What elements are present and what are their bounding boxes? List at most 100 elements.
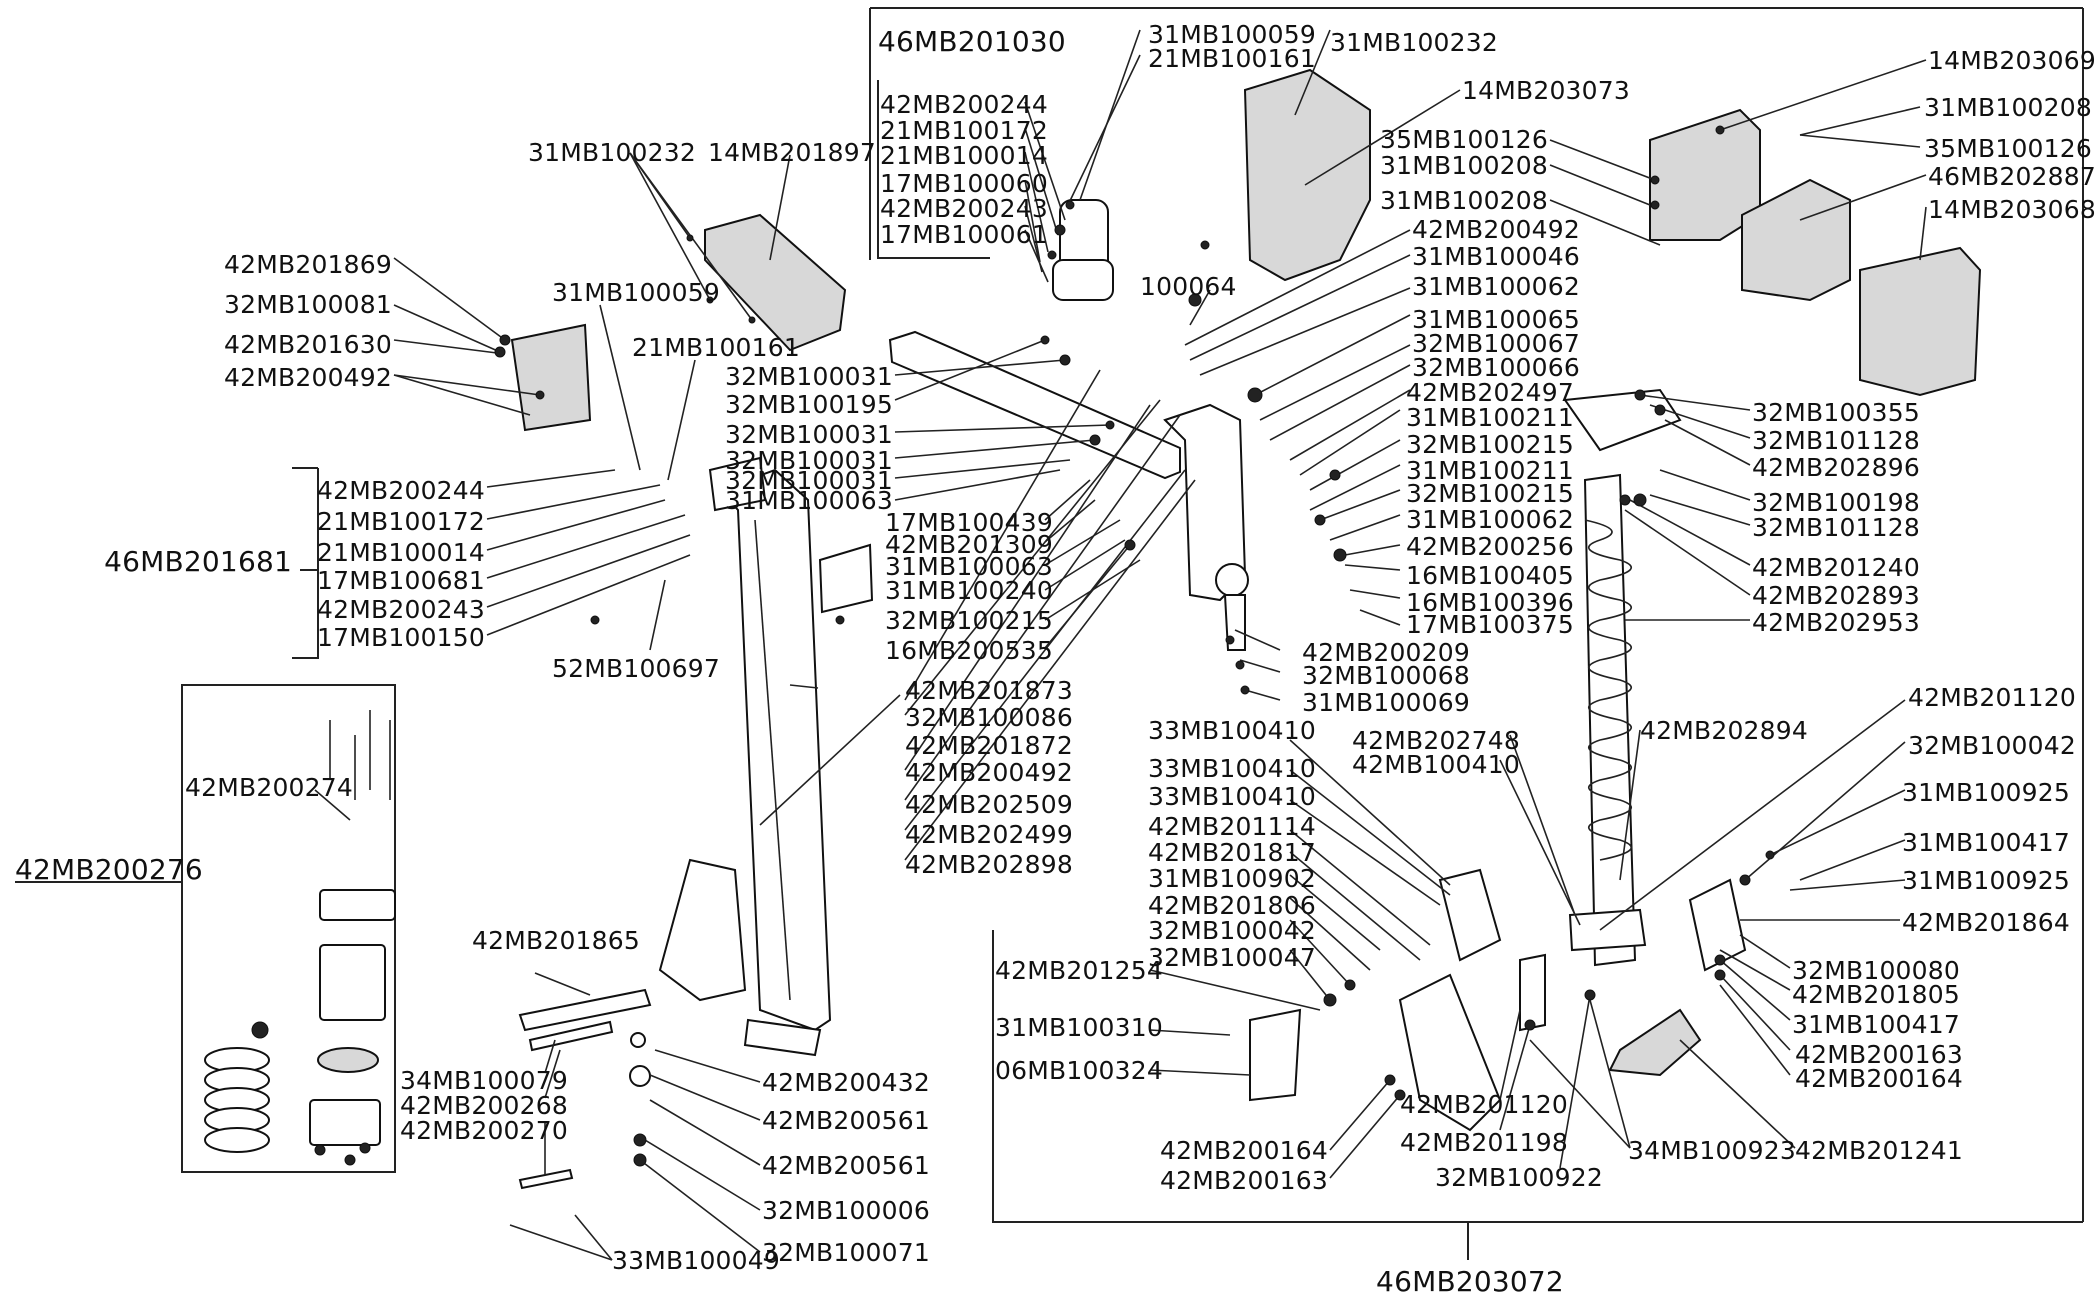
part-label: 42MB202896 [1752,453,1920,482]
part-label: 42MB200274 [185,773,353,802]
part-label: 42MB202898 [905,850,1073,879]
part-label: 32MB100031 [725,446,893,475]
part-label: 31MB100208 [1380,186,1548,215]
part-label: 42MB200561 [762,1106,930,1135]
assembly-label-left: 46MB201681 [104,545,292,578]
part-label: 35MB100126 [1924,134,2092,163]
part-label: 42MB200256 [1406,532,1574,561]
part-label: 32MB100198 [1752,488,1920,517]
part-label: 42MB201817 [1148,838,1316,867]
part-label: 42MB201240 [1752,553,1920,582]
part-label: 42MB202499 [905,820,1073,849]
spring-kit [204,710,396,1153]
part-label: 32MB100047 [1148,943,1316,972]
part-label: 42MB200492 [1412,215,1580,244]
part-label: 14MB203069 [1928,46,2096,75]
part-label: 31MB100232 [1330,28,1498,57]
part-label: 42MB202893 [1752,581,1920,610]
part-label: 42MB200492 [224,363,392,392]
part-label: 31MB100062 [1406,505,1574,534]
part-label: 31MB100046 [1412,242,1580,271]
part-label: 31MB100240 [885,576,1053,605]
part-label: 21MB100172 [317,507,485,536]
part-label: 32MB100071 [762,1238,930,1267]
part-label: 32MB100031 [725,362,893,391]
part-label: 42MB200243 [880,194,1048,223]
part-label: 42MB202509 [905,790,1073,819]
part-label: 31MB100232 [528,138,696,167]
part-label: 33MB100410 [1148,716,1316,745]
part-label: 21MB100014 [880,141,1048,170]
part-label: 31MB100902 [1148,864,1316,893]
part-label: 31MB100310 [995,1013,1163,1042]
part-label: 31MB100059 [552,278,720,307]
part-label: 42MB201864 [1902,908,2070,937]
part-label: 42MB201114 [1148,812,1316,841]
part-label: 31MB100211 [1406,456,1574,485]
part-label: 32MB100086 [905,703,1073,732]
axle-parts [518,988,652,1190]
assembly-brackets [15,7,2084,1260]
part-label: 42MB200209 [1302,638,1470,667]
part-label: 32MB100068 [1302,661,1470,690]
part-label: 17MB100061 [880,220,1048,249]
main-column [658,456,874,1057]
assembly-label-bottom: 46MB203072 [1376,1265,1564,1298]
part-label: 42MB200561 [762,1151,930,1180]
part-label: 31MB100063 [725,486,893,515]
part-label: 31MB100417 [1902,828,2070,857]
part-label: 35MB100126 [1380,125,1548,154]
part-label: 42MB200243 [317,595,485,624]
part-label: 32MB100355 [1752,398,1920,427]
part-label: 14MB201897 [708,138,876,167]
part-label: 42MB200164 [1795,1064,1963,1093]
part-label: 32MB100031 [725,466,893,495]
part-label: 17MB100439 [885,508,1053,537]
part-label: 32MB101128 [1752,513,1920,542]
hardware-dots [251,125,1775,1167]
top-covers [510,68,1982,432]
part-label: 42MB200268 [400,1091,568,1120]
part-label: 32MB100080 [1792,956,1960,985]
part-label: 17MB100375 [1406,610,1574,639]
part-label: 34MB100079 [400,1066,568,1095]
part-label: 42MB201241 [1795,1136,1963,1165]
part-label: 42MB200432 [762,1068,930,1097]
part-label: 33MB100049 [612,1246,780,1275]
part-label: 42MB200270 [400,1116,568,1145]
bottom-linkages [1249,868,1747,1132]
part-label: 31MB100059 [1148,20,1316,49]
part-label: 16MB200535 [885,636,1053,665]
part-label: 31MB100417 [1792,1010,1960,1039]
part-label: 31MB100062 [1412,272,1580,301]
part-label: 32MB100922 [1435,1163,1603,1192]
part-label: 31MB100211 [1406,403,1574,432]
part-label: 31MB100208 [1924,93,2092,122]
part-label: 32MB100042 [1908,731,2076,760]
part-label: 32MB100006 [762,1196,930,1225]
part-label: 32MB100067 [1412,329,1580,358]
assembly-label-top: 46MB201030 [878,25,1066,58]
part-label: 42MB201806 [1148,891,1316,920]
part-label: 42MB202894 [1640,716,1808,745]
part-label: 100064 [1140,272,1237,301]
assembly-label-spring: 42MB200276 [15,853,203,886]
part-label: 14MB203073 [1462,76,1630,105]
part-label: 42MB200163 [1160,1166,1328,1195]
part-label: 42MB201872 [905,731,1073,760]
part-label: 32MB100215 [1406,479,1574,508]
part-label: 32MB100066 [1412,353,1580,382]
part-label: 42MB201120 [1908,683,2076,712]
part-label: 16MB100405 [1406,561,1574,590]
part-label: 42MB201805 [1792,980,1960,1009]
part-label: 42MB201120 [1400,1090,1568,1119]
part-label: 31MB100208 [1380,151,1548,180]
part-label: 42MB201873 [905,676,1073,705]
part-label: 42MB201869 [224,250,392,279]
part-label: 32MB100215 [885,606,1053,635]
part-label: 46MB202887 [1928,162,2096,191]
part-label: 42MB200163 [1795,1040,1963,1069]
part-label: 31MB100069 [1302,688,1470,717]
part-label: 42MB200492 [905,758,1073,787]
part-label: 31MB100925 [1902,866,2070,895]
